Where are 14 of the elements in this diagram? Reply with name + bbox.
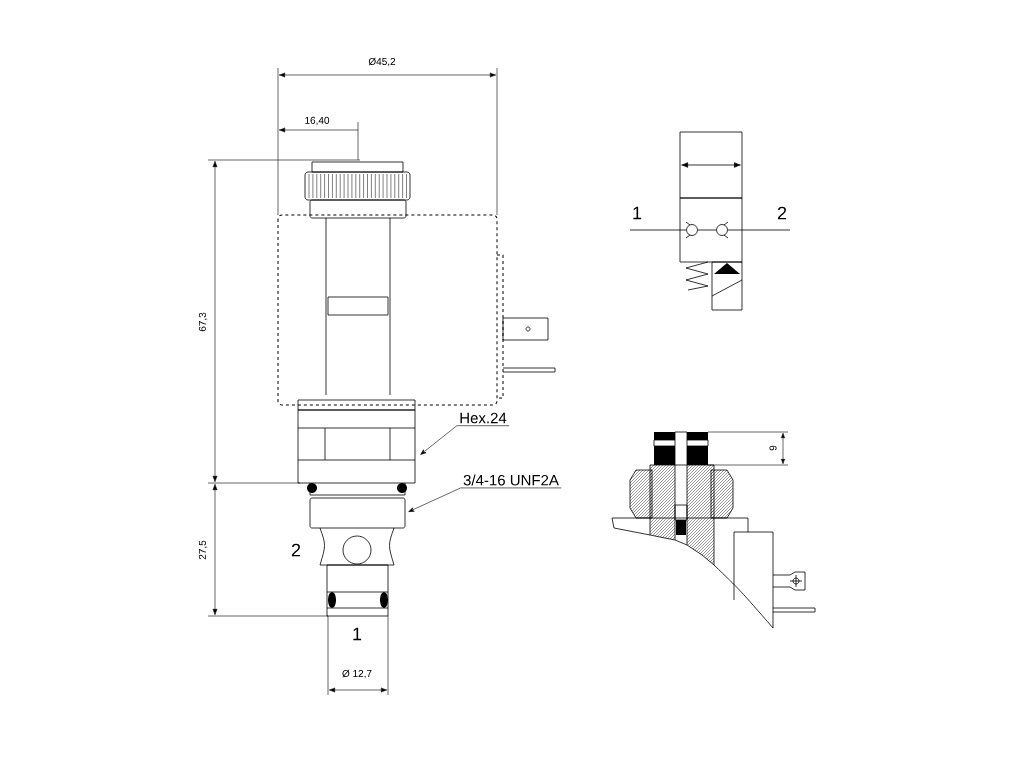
leader-line — [408, 487, 562, 512]
port-number: 2 — [290, 542, 302, 558]
dimension-value: Ø 12,7 — [341, 668, 373, 680]
dimension-value: 16,40 — [303, 115, 331, 127]
dimension-value: Ø45,2 — [367, 56, 397, 68]
dimension-value: 27,5 — [197, 539, 209, 561]
leader-label: 3/4-16 UNF2A — [463, 474, 559, 486]
port-number: 1 — [351, 626, 363, 642]
port-number: 1 — [631, 205, 643, 221]
dimension-value: 9 — [768, 444, 778, 452]
leader-label: Hex.24 — [460, 412, 507, 424]
dimension-value: 67,3 — [197, 311, 209, 333]
leader-line — [420, 425, 510, 455]
port-number: 2 — [776, 205, 788, 221]
